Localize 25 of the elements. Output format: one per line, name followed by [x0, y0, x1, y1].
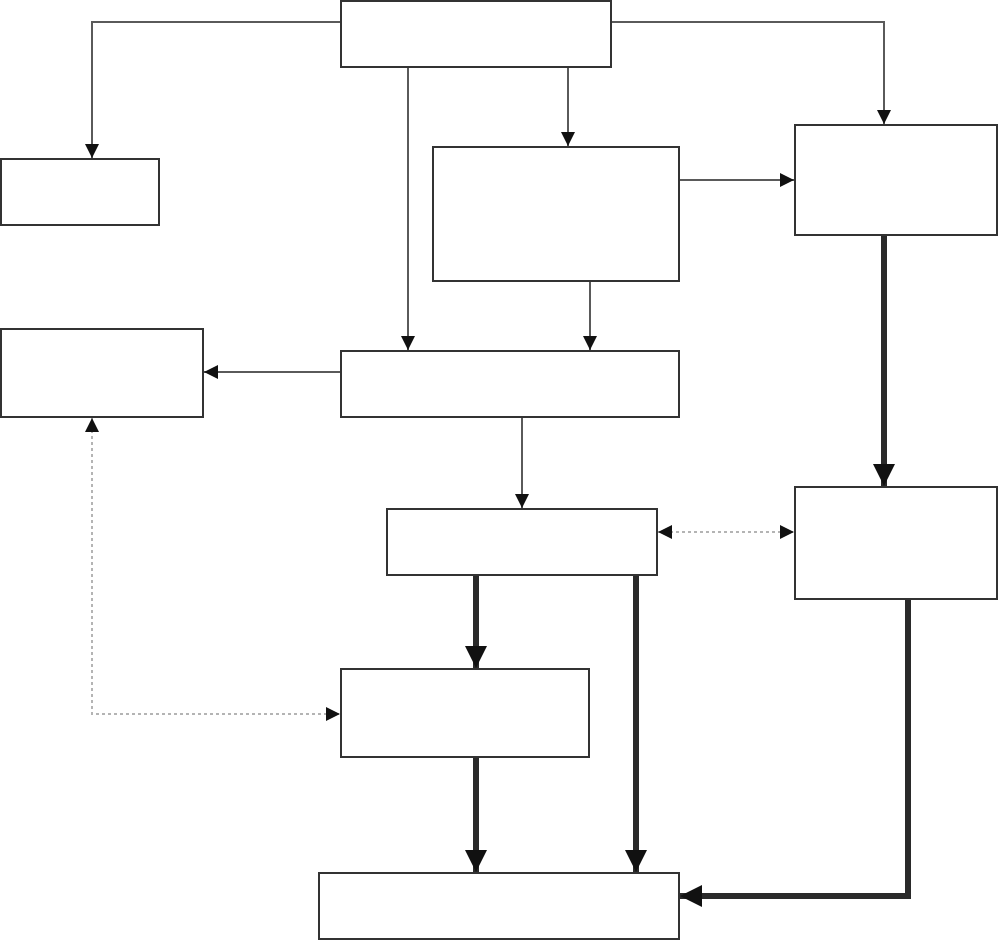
- arrow: [583, 281, 597, 351]
- process-box: [340, 668, 590, 758]
- process-box: [0, 328, 204, 418]
- thick-arrow: [625, 576, 647, 872]
- arrow: [561, 67, 575, 147]
- dotted-arrow: [85, 417, 341, 721]
- process-box: [340, 350, 680, 418]
- thick-arrow: [465, 758, 487, 872]
- process-box: [794, 124, 998, 236]
- arrow: [515, 417, 529, 509]
- process-box: [340, 0, 612, 68]
- arrow: [611, 21, 891, 125]
- dotted-arrow: [657, 525, 795, 539]
- process-box: [386, 508, 658, 576]
- thick-arrow: [873, 236, 895, 486]
- arrow: [85, 21, 341, 159]
- process-box: [0, 158, 160, 226]
- process-box: [794, 486, 998, 600]
- thick-arrow: [465, 576, 487, 668]
- arrow: [679, 173, 795, 187]
- process-box: [318, 872, 680, 940]
- arrow: [203, 365, 341, 379]
- arrow: [401, 67, 415, 351]
- process-box: [432, 146, 680, 282]
- thick-arrow: [680, 600, 911, 907]
